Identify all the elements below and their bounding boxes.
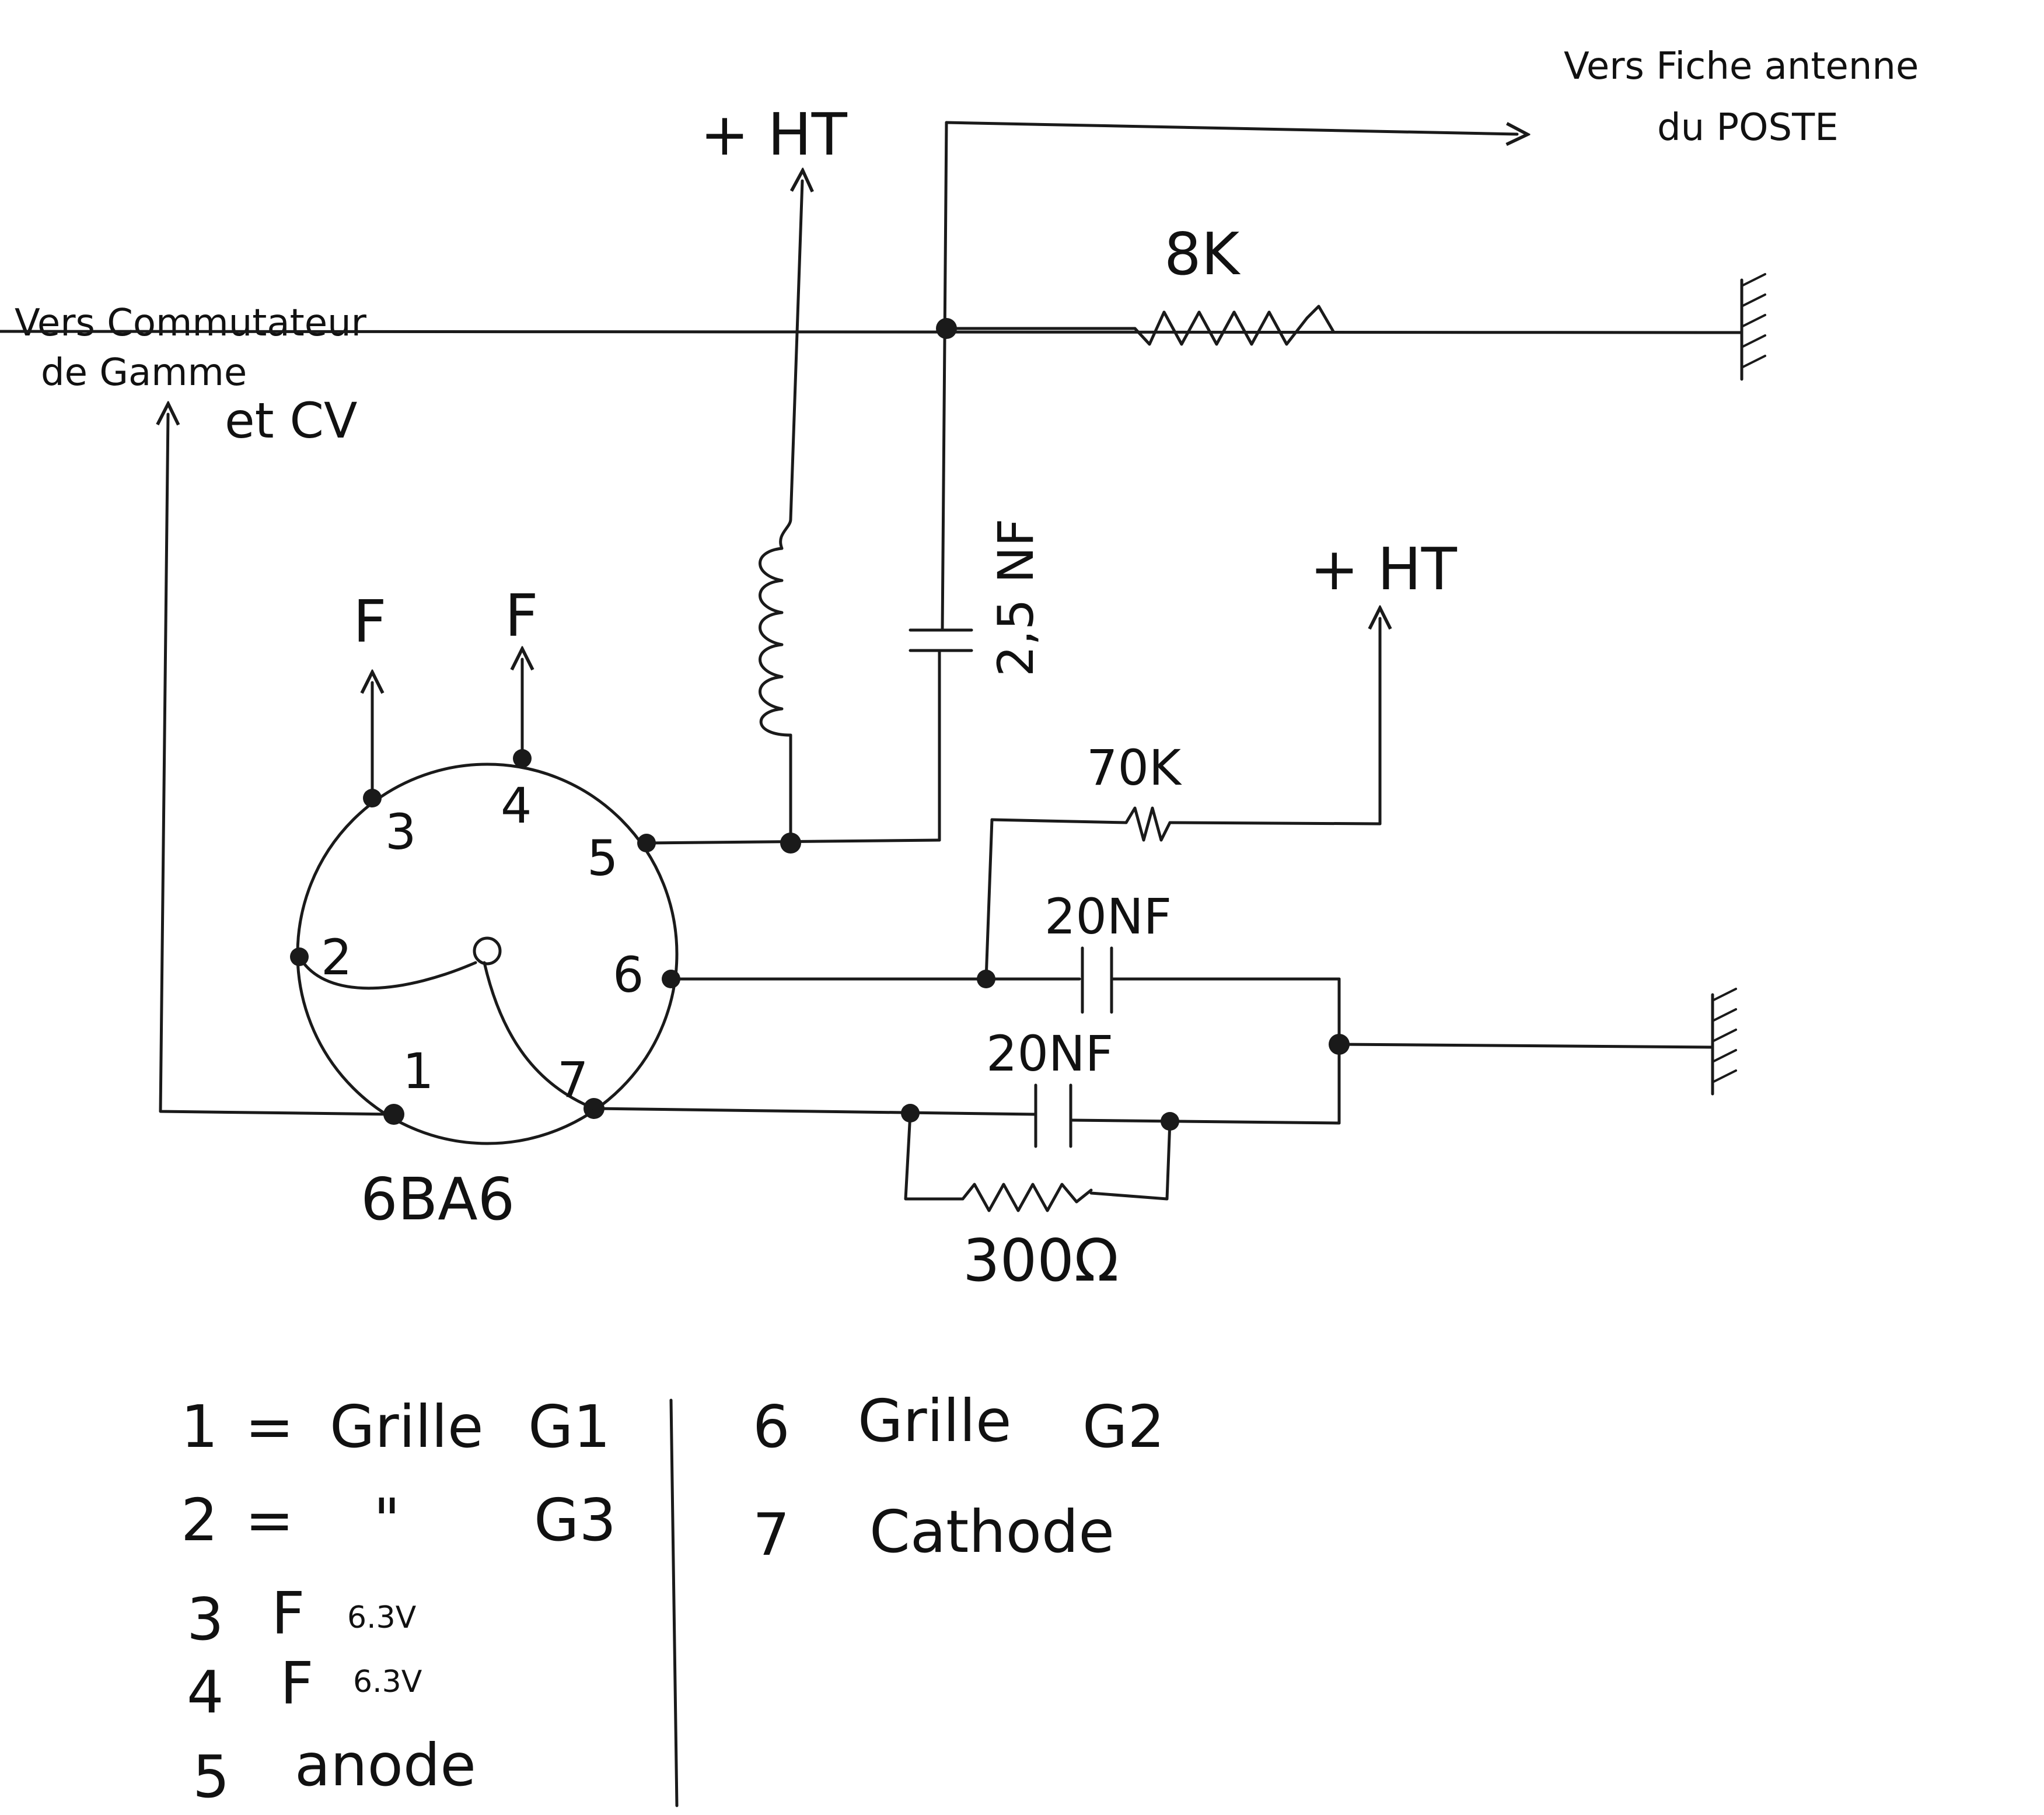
switch-label-line1: Vers Commutateur xyxy=(15,302,367,345)
cap-20nf-lower-label: 20NF xyxy=(986,1025,1113,1082)
resistor-70k xyxy=(1124,806,1172,842)
legend-name: " xyxy=(373,1486,400,1554)
resistor-8k xyxy=(1133,305,1335,346)
legend-row: 3 F 6.3V xyxy=(187,1579,417,1653)
ground-symbol-bottom xyxy=(1711,988,1737,1096)
legend-name: anode xyxy=(295,1731,476,1799)
legend-num: 5 xyxy=(193,1743,230,1811)
antenna-label-line2: du POSTE xyxy=(1657,106,1839,149)
antenna-line xyxy=(945,121,1517,134)
resistor-70k-label: 70K xyxy=(1086,739,1182,796)
filament-label-3: F xyxy=(353,587,387,656)
legend-name: Cathode xyxy=(869,1498,1114,1566)
antenna-label-line1: Vers Fiche antenne xyxy=(1564,45,1919,88)
legend-row: 1 = Grille G1 xyxy=(181,1393,610,1461)
cathode-internal-link xyxy=(483,961,596,1110)
choke-coil xyxy=(759,517,792,737)
legend-name: F xyxy=(271,1579,305,1648)
legend-sep: = xyxy=(245,1486,294,1554)
g1-line xyxy=(160,414,396,1116)
filament-label-4: F xyxy=(505,582,539,650)
resistor-300 xyxy=(961,1183,1093,1212)
ground-line-bottom xyxy=(1337,1043,1714,1049)
70k-down-lead xyxy=(984,818,994,981)
cathode-cap-right-lead xyxy=(1069,1118,1341,1125)
r300-loop-left xyxy=(904,1111,965,1201)
resistor-300-label: 300Ω xyxy=(963,1226,1119,1295)
pin-label-5: 5 xyxy=(587,830,618,887)
legend-row: 5 anode xyxy=(193,1731,476,1811)
cap-2-5nf-label: 2,5 NF xyxy=(987,519,1044,677)
switch-label-line2: de Gamme xyxy=(41,351,247,394)
legend-row: 7 Cathode xyxy=(753,1498,1114,1569)
pin-label-3: 3 xyxy=(385,803,416,861)
legend-extra: G2 xyxy=(1082,1393,1165,1461)
legend-left: 1 = Grille G1 2 = " G3 3 F 6.3V 4 F 6.3V… xyxy=(181,1393,616,1811)
pin-label-2: 2 xyxy=(321,929,352,986)
legend-row: 6 Grille G2 xyxy=(753,1387,1165,1461)
pin-label-6: 6 xyxy=(613,946,644,1003)
legend-num: 1 xyxy=(181,1393,218,1461)
8k-right-lead xyxy=(0,330,1743,334)
coupling-upper-lead xyxy=(941,121,948,632)
cap-20nf-upper-label: 20NF xyxy=(1044,888,1172,945)
switch-label-line3: et CV xyxy=(225,392,357,449)
r300-loop-right xyxy=(1089,1120,1172,1201)
ht-label-top: + HT xyxy=(700,100,848,169)
tube-label: 6BA6 xyxy=(361,1165,515,1233)
legend-sep: = xyxy=(245,1393,294,1461)
legend-name: F xyxy=(280,1649,314,1718)
legend-name: Grille xyxy=(330,1393,483,1461)
pin-label-4: 4 xyxy=(501,777,532,834)
cathode-wire xyxy=(592,1107,1037,1116)
ht-label-right: + HT xyxy=(1310,535,1458,603)
70k-left-lead xyxy=(990,818,1128,824)
legend-extra: G1 xyxy=(528,1393,610,1461)
ground-symbol-top xyxy=(1740,273,1766,381)
legend-row: 4 F 6.3V xyxy=(187,1649,422,1726)
legend-extra: G3 xyxy=(534,1486,616,1554)
pin-label-1: 1 xyxy=(403,1043,434,1100)
70k-right-lead xyxy=(1168,821,1382,826)
resistor-8k-label: 8K xyxy=(1164,220,1241,288)
legend-extra: 6.3V xyxy=(353,1664,422,1699)
legend-row: 2 = " G3 xyxy=(181,1486,616,1554)
legend-extra: 6.3V xyxy=(347,1600,417,1635)
legend-num: 4 xyxy=(187,1658,224,1726)
g3-internal-link xyxy=(298,955,477,990)
pin-label-7: 7 xyxy=(557,1051,588,1108)
choke-upper-lead xyxy=(789,181,802,521)
legend-num: 6 xyxy=(753,1393,790,1461)
legend-divider xyxy=(669,1398,679,1807)
legend-name: Grille xyxy=(858,1387,1011,1455)
pin-nodes xyxy=(290,749,680,1125)
legend-num: 2 xyxy=(181,1486,218,1554)
legend-num: 3 xyxy=(187,1585,224,1653)
legend-num: 7 xyxy=(753,1501,790,1569)
legend-right: 6 Grille G2 7 Cathode xyxy=(753,1387,1165,1569)
